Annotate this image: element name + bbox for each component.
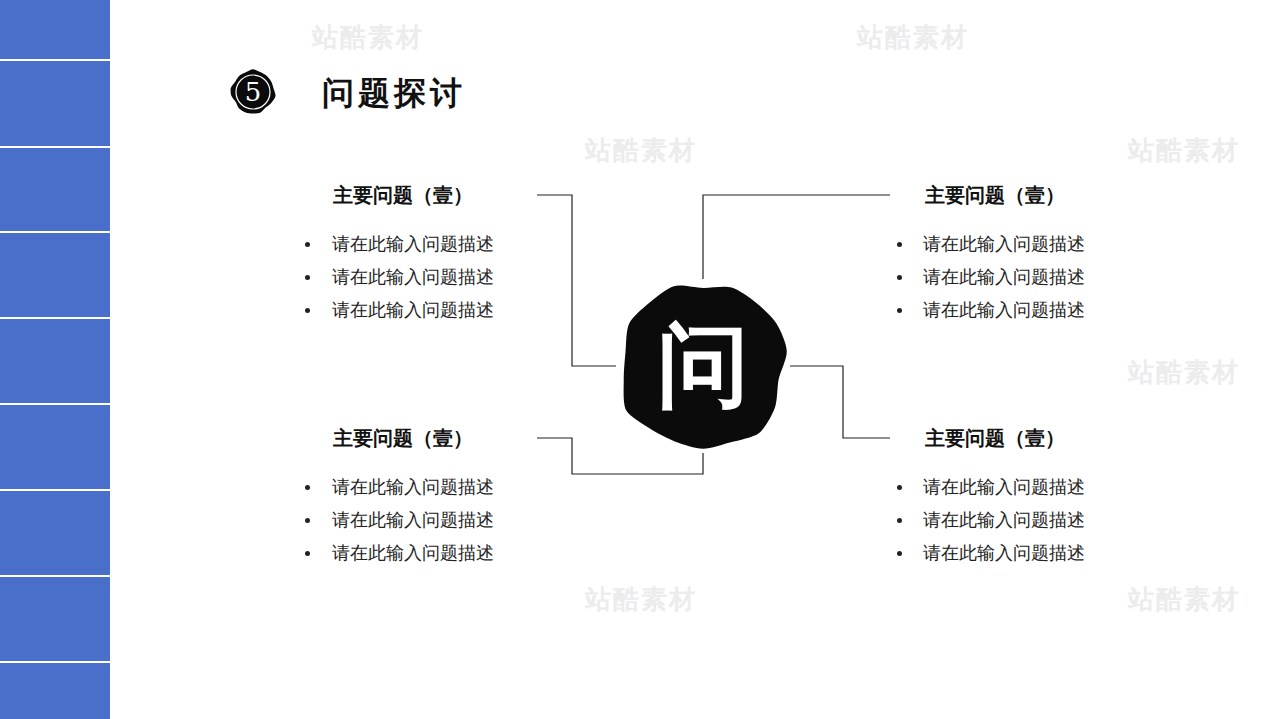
problem-description: 请在此输入问题描述 xyxy=(923,294,1085,327)
bullet-dot xyxy=(305,308,310,313)
problem-description: 请在此输入问题描述 xyxy=(332,537,494,570)
connector-line xyxy=(790,366,890,438)
problem-heading: 主要问题（壹） xyxy=(333,176,473,214)
problem-description: 请在此输入问题描述 xyxy=(923,261,1085,294)
bullet-dot xyxy=(305,551,310,556)
problem-description: 请在此输入问题描述 xyxy=(332,261,494,294)
bullet-row: 请在此输入问题描述 xyxy=(890,261,1130,294)
bullet-dot xyxy=(305,242,310,247)
bullet-list: 请在此输入问题描述请在此输入问题描述请在此输入问题描述 xyxy=(890,228,1130,327)
watermark: 站酷素材 xyxy=(1128,355,1240,390)
watermark: 站酷素材 xyxy=(585,133,697,168)
bullet-dot xyxy=(305,518,310,523)
bullet-list: 请在此输入问题描述请在此输入问题描述请在此输入问题描述 xyxy=(890,471,1130,570)
problem-description: 请在此输入问题描述 xyxy=(332,471,494,504)
problem-description: 请在此输入问题描述 xyxy=(923,537,1085,570)
problem-group: 主要问题（壹） 请在此输入问题描述请在此输入问题描述请在此输入问题描述 xyxy=(300,176,537,327)
band-dividers xyxy=(0,60,110,662)
problem-group: 主要问题（壹） 请在此输入问题描述请在此输入问题描述请在此输入问题描述 xyxy=(890,176,1130,327)
problem-description: 请在此输入问题描述 xyxy=(923,471,1085,504)
problem-heading: 主要问题（壹） xyxy=(925,176,1065,214)
problem-heading: 主要问题（壹） xyxy=(925,419,1065,457)
bullet-dot xyxy=(897,275,902,280)
watermark: 站酷素材 xyxy=(1128,133,1240,168)
bullet-row: 请在此输入问题描述 xyxy=(890,228,1130,261)
problem-description: 请在此输入问题描述 xyxy=(923,504,1085,537)
watermark: 站酷素材 xyxy=(585,582,697,617)
bullet-dot xyxy=(897,242,902,247)
bullet-row: 请在此输入问题描述 xyxy=(300,471,537,504)
watermark: 站酷素材 xyxy=(1128,582,1240,617)
bullet-row: 请在此输入问题描述 xyxy=(300,261,537,294)
bullet-dot xyxy=(305,485,310,490)
watermark: 站酷素材 xyxy=(312,20,424,55)
bullet-dot xyxy=(305,275,310,280)
section-number: 5 xyxy=(226,65,280,119)
bullet-row: 请在此输入问题描述 xyxy=(890,294,1130,327)
bullet-dot xyxy=(897,485,902,490)
connector-line xyxy=(703,195,890,279)
bullet-row: 请在此输入问题描述 xyxy=(890,504,1130,537)
bullet-row: 请在此输入问题描述 xyxy=(300,537,537,570)
bullet-row: 请在此输入问题描述 xyxy=(890,537,1130,570)
bullet-dot xyxy=(897,308,902,313)
problem-group: 主要问题（壹） 请在此输入问题描述请在此输入问题描述请在此输入问题描述 xyxy=(890,419,1130,570)
bullet-dot xyxy=(897,551,902,556)
ink-circle: 问 xyxy=(610,273,796,459)
section-badge: 5 xyxy=(226,65,280,119)
problem-description: 请在此输入问题描述 xyxy=(332,228,494,261)
bullet-row: 请在此输入问题描述 xyxy=(300,294,537,327)
bullet-row: 请在此输入问题描述 xyxy=(890,471,1130,504)
blue-band xyxy=(0,0,110,719)
watermark: 站酷素材 xyxy=(857,20,969,55)
problem-description: 请在此输入问题描述 xyxy=(923,228,1085,261)
bullet-dot xyxy=(897,518,902,523)
problem-heading: 主要问题（壹） xyxy=(333,419,473,457)
problem-description: 请在此输入问题描述 xyxy=(332,294,494,327)
bullet-list: 请在此输入问题描述请在此输入问题描述请在此输入问题描述 xyxy=(300,228,537,327)
connector-line xyxy=(537,195,616,366)
problem-description: 请在此输入问题描述 xyxy=(332,504,494,537)
center-character: 问 xyxy=(610,273,796,459)
connector-line xyxy=(537,438,703,474)
problem-group: 主要问题（壹） 请在此输入问题描述请在此输入问题描述请在此输入问题描述 xyxy=(300,419,537,570)
bullet-list: 请在此输入问题描述请在此输入问题描述请在此输入问题描述 xyxy=(300,471,537,570)
bullet-row: 请在此输入问题描述 xyxy=(300,504,537,537)
slide-title: 问题探讨 xyxy=(322,72,466,116)
bullet-row: 请在此输入问题描述 xyxy=(300,228,537,261)
